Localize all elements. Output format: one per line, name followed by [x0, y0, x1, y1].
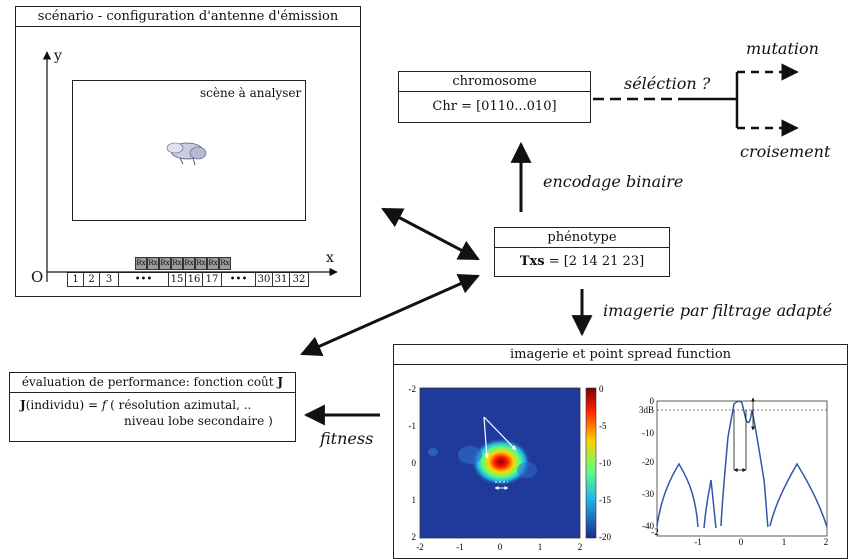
image-ytick: 1: [412, 495, 417, 505]
psf-plot: 0 3dB -10 -20 -30 -40 -2 -1 0 1 2: [639, 396, 828, 547]
axis-y-label: y: [54, 48, 62, 64]
scene-label: scène à analyser: [200, 86, 302, 100]
chromosome-title: chromosome: [399, 72, 590, 92]
target-object-icon: [166, 142, 207, 166]
evaluation-title-main: évaluation de performance: fonction coût: [21, 375, 278, 389]
arrow-scenario-phenotype: [381, 207, 480, 261]
colorbar-tick: -10: [599, 458, 611, 468]
plot-xtick: -1: [694, 537, 702, 547]
phenotype-box: phénotype Txs = [2 14 21 23]: [494, 227, 670, 277]
colorbar-tick: 0: [599, 384, 604, 394]
colorbar-tick: -20: [599, 532, 611, 542]
image-ytick: 0: [412, 458, 417, 468]
evaluation-line1-rest: (individu) =: [25, 398, 102, 412]
rx-element: Rx: [171, 257, 183, 270]
evaluation-box: évaluation de performance: fonction coût…: [9, 372, 296, 442]
rx-element: Rx: [195, 257, 207, 270]
evaluation-title-bold: J: [277, 375, 284, 389]
chromosome-value: Chr = [0110...010]: [432, 99, 557, 114]
scenario-axes: [42, 51, 338, 282]
plot-ytick: 0: [650, 396, 655, 406]
arrow-phenotype-evaluation: [300, 274, 480, 356]
plot-xtick: -2: [651, 527, 659, 537]
phenotype-title: phénotype: [495, 228, 669, 248]
plot-ytick: -10: [642, 428, 654, 438]
evaluation-line1-bold: J: [20, 398, 26, 412]
selection-label: séléction ?: [624, 74, 711, 93]
evaluation-line1: J(individu) = f ( résolution azimutal, .…: [10, 393, 295, 412]
image-ytick: -2: [409, 384, 417, 394]
image-xtick: 1: [538, 542, 543, 552]
evaluation-line1-f: f: [101, 398, 107, 412]
psf-image: -2 -1 0 1 2 -2 -1 0 1 2 0 -5 -10 -15 -20: [409, 384, 612, 552]
imagerie-label: imagerie par filtrage adapté: [603, 301, 833, 320]
image-xtick: -1: [456, 542, 464, 552]
mutation-label: mutation: [746, 39, 819, 58]
phenotype-value-bold: Txs: [519, 254, 545, 269]
plot-ytick: -40: [642, 521, 654, 531]
rx-element: Rx: [135, 257, 147, 270]
rx-element: Rx: [219, 257, 231, 270]
image-xtick: 0: [498, 542, 503, 552]
plot-xtick: 1: [782, 537, 787, 547]
rx-element: Rx: [147, 257, 159, 270]
evaluation-title: évaluation de performance: fonction coût…: [10, 373, 295, 393]
rx-element: Rx: [159, 257, 171, 270]
plot-ytick: -30: [642, 489, 654, 499]
evaluation-line1-tail: ( résolution azimutal, ..: [106, 398, 252, 412]
image-ytick: -1: [409, 421, 417, 431]
evaluation-line2: niveau lobe secondaire ): [124, 414, 273, 428]
plot-xtick: 2: [824, 537, 829, 547]
plot-ytick: -20: [642, 457, 654, 467]
psf-title: imagerie et point spread function: [394, 345, 847, 365]
rx-element: Rx: [207, 257, 219, 270]
plot-ytick: 3dB: [639, 405, 654, 415]
image-ytick: 2: [412, 532, 417, 542]
fitness-label: fitness: [320, 429, 374, 448]
scenario-title: scénario - configuration d'antenne d'émi…: [16, 7, 360, 27]
encodage-label: encodage binaire: [543, 172, 684, 191]
image-xtick: 2: [578, 542, 583, 552]
chromosome-box: chromosome Chr = [0110...010]: [398, 71, 591, 123]
plot-xtick: 0: [739, 537, 744, 547]
origin-label: O: [31, 268, 44, 286]
axis-x-label: x: [326, 250, 334, 266]
selection-branch: [593, 63, 799, 137]
image-xtick: -2: [416, 542, 424, 552]
rx-element: Rx: [183, 257, 195, 270]
colorbar-tick: -5: [599, 421, 607, 431]
phenotype-value-rest: = [2 14 21 23]: [544, 254, 645, 269]
phenotype-value: Txs = [2 14 21 23]: [495, 248, 669, 275]
croisement-label: croisement: [740, 142, 831, 161]
colorbar-tick: -15: [599, 495, 611, 505]
